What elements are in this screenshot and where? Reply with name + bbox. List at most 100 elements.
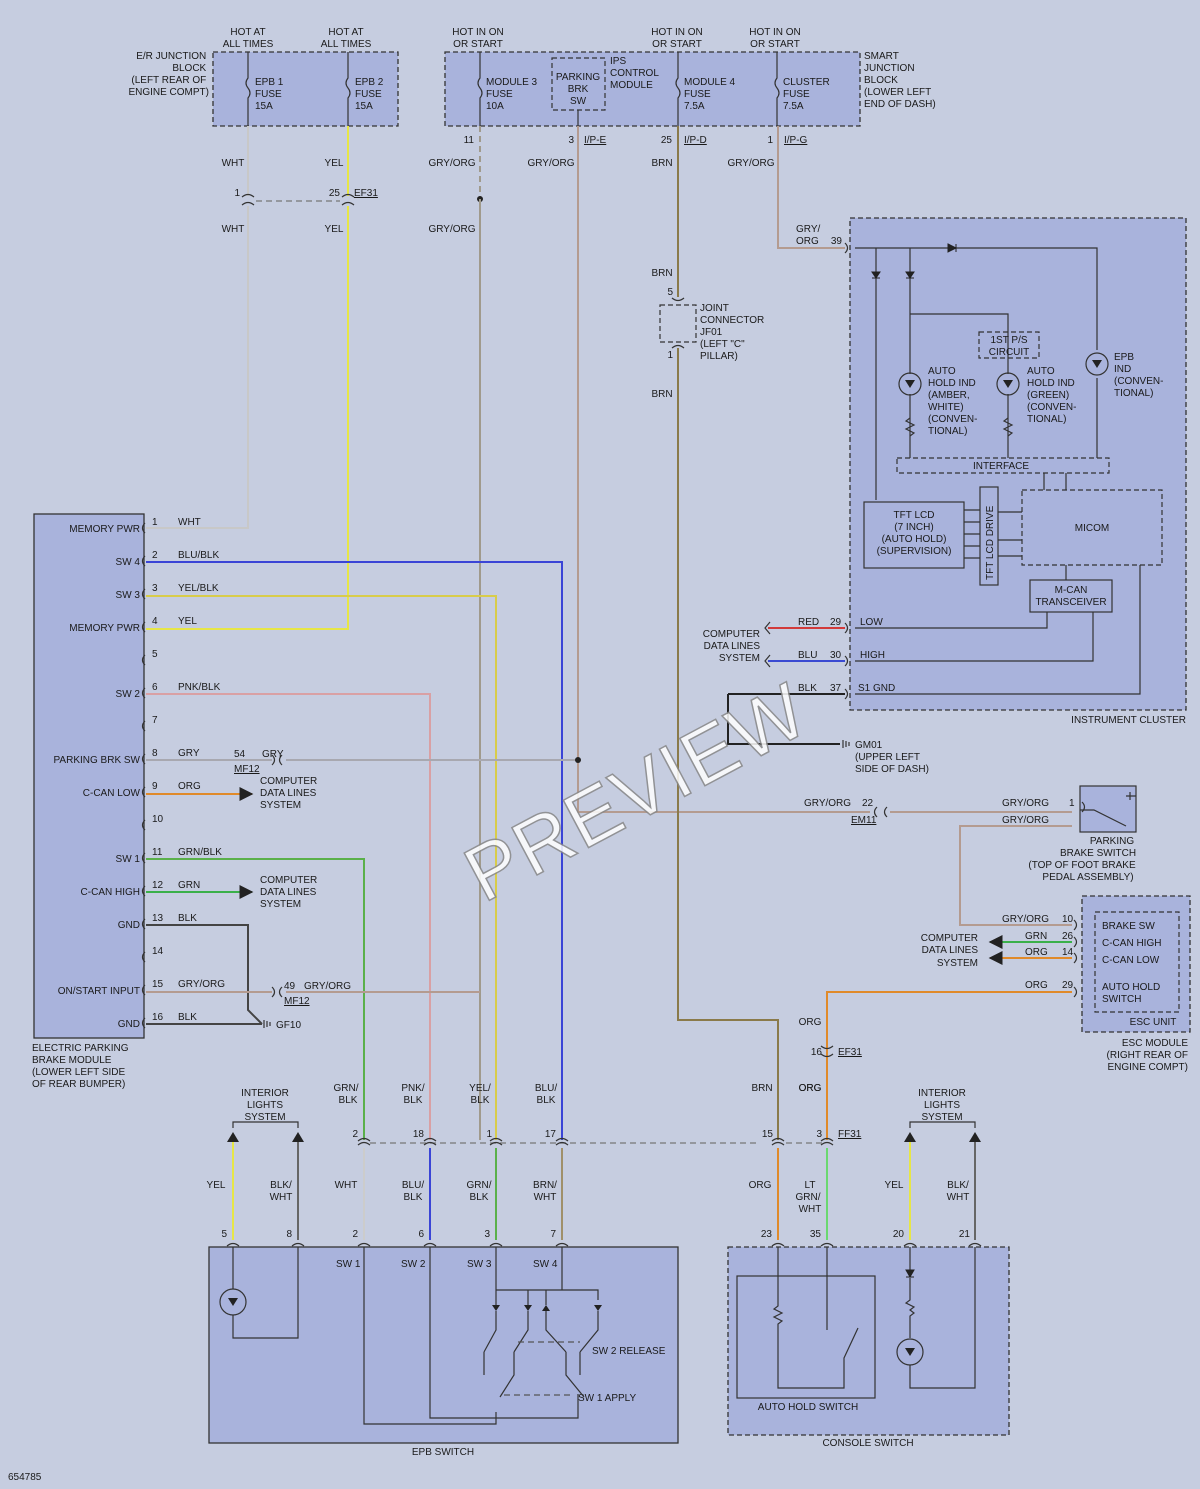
epb-pin-number: 9 — [152, 781, 158, 792]
micom-box — [1021, 489, 1163, 566]
switch-pin-symbol — [357, 1242, 371, 1247]
epb-pin-connector — [141, 885, 146, 897]
svg-text:14: 14 — [1062, 947, 1074, 958]
esc-module — [1081, 895, 1191, 1033]
tft-lcd-text: TFT LCD(7 INCH)(AUTO HOLD)(SUPERVISION) — [877, 510, 952, 557]
epb-pin-number: 16 — [152, 1012, 164, 1023]
wire-org-autohold — [826, 991, 1072, 1140]
epb-pin-number: 12 — [152, 880, 164, 891]
epb-pin-connector — [141, 621, 146, 633]
wire-gry-org-parking — [577, 126, 870, 813]
svg-text:22: 22 — [862, 798, 874, 809]
svg-text:EF31: EF31 — [354, 188, 378, 199]
console-switch — [727, 1246, 1010, 1436]
epb-pin-number: 11 — [152, 847, 163, 858]
svg-text:29: 29 — [830, 617, 842, 628]
svg-text:29: 29 — [1062, 980, 1074, 991]
console-switch-circuit — [772, 1247, 976, 1389]
svg-text:1: 1 — [767, 135, 773, 146]
svg-text:BLK: BLK — [470, 1192, 489, 1203]
wire-blk-gnd — [727, 693, 845, 745]
electric-parking-brake-module — [33, 513, 145, 1039]
svg-text:10: 10 — [1062, 914, 1074, 925]
auto-hold-switch — [736, 1275, 876, 1399]
interface-text: INTERFACE — [973, 461, 1029, 472]
svg-text:8: 8 — [286, 1229, 292, 1240]
svg-text:SWITCH: SWITCH — [1102, 994, 1141, 1005]
svg-text:I/P-G: I/P-G — [784, 135, 808, 146]
svg-text:WHT: WHT — [222, 158, 245, 169]
svg-text:PNK/: PNK/ — [401, 1083, 425, 1094]
svg-text:23: 23 — [761, 1229, 773, 1240]
epb-pin-connector — [141, 918, 146, 930]
mf12-labels: 54 GRY MF12 49 GRY/ORG MF12 GF10 — [234, 749, 351, 1031]
svg-text:C-CAN HIGH: C-CAN HIGH — [1102, 938, 1161, 949]
em11-labels: GRY/ORG 22 EM11 GRY/ORG GRY/ORG 1 — [804, 798, 1075, 826]
svg-text:EF31: EF31 — [838, 1047, 862, 1058]
switch-pin-symbol — [903, 1242, 917, 1247]
svg-text:BLK: BLK — [404, 1095, 423, 1106]
epb-pin-wire: WHT — [178, 517, 201, 528]
svg-text:WHT: WHT — [534, 1192, 557, 1203]
svg-text:FF31: FF31 — [838, 1129, 862, 1140]
svg-text:GRN/: GRN/ — [796, 1192, 821, 1203]
svg-text:ORG: ORG — [799, 1083, 822, 1094]
wire-gry-org-brake-sw — [959, 825, 1072, 926]
ef31-right-labels: ORG 16 EF31 ORG — [799, 1017, 863, 1094]
ground-gm01-icon — [842, 740, 850, 748]
svg-text:25: 25 — [661, 135, 673, 146]
epb-pin-connector — [141, 1017, 146, 1029]
ff31-connector — [357, 1137, 834, 1146]
epb-ind-icon — [1085, 352, 1109, 376]
svg-text:MF12: MF12 — [234, 764, 260, 775]
parking-brake-switch — [1079, 785, 1137, 833]
interface-box — [896, 457, 1110, 474]
epb-switch-circuit — [363, 1247, 599, 1425]
instrument-cluster-label: INSTRUMENT CLUSTER — [1071, 715, 1186, 726]
epb-switch — [208, 1246, 679, 1444]
svg-text:BLU/: BLU/ — [535, 1083, 557, 1094]
svg-text:SW 3: SW 3 — [467, 1259, 492, 1270]
svg-text:ORG: ORG — [799, 1017, 822, 1028]
mcan-box — [1029, 579, 1113, 613]
svg-text:BLK/: BLK/ — [270, 1180, 292, 1191]
esc-labels: GRY/ORG 10 BRAKE SW GRN 26 C-CAN HIGH OR… — [1002, 914, 1161, 1005]
switch-pin-symbol — [771, 1242, 785, 1247]
svg-text:HIGH: HIGH — [860, 650, 885, 661]
svg-text:1: 1 — [234, 188, 240, 199]
svg-text:GRY/ORG: GRY/ORG — [304, 981, 351, 992]
ff31-pin-symbol — [771, 1137, 785, 1146]
epb-pin-wire: GRY/ORG — [178, 979, 225, 990]
ff31-pin-symbol — [357, 1137, 371, 1146]
epb-pin-label: SW 2 — [116, 689, 141, 700]
epb-pin-number: 6 — [152, 682, 158, 693]
svg-text:BRAKE SW: BRAKE SW — [1102, 921, 1155, 932]
svg-text:3: 3 — [484, 1229, 490, 1240]
svg-text:I/P-E: I/P-E — [584, 135, 607, 146]
smart-junction-label: SMART JUNCTION BLOCK (LOWER LEFT END OF … — [864, 51, 936, 110]
svg-text:SW 2 RELEASE: SW 2 RELEASE — [592, 1346, 666, 1357]
epb-pin-wire: GRN — [178, 880, 200, 891]
switch-pin-symbol — [423, 1242, 437, 1247]
preview-watermark: PREVIEW — [450, 665, 821, 918]
epb-pin-number: 14 — [152, 946, 164, 957]
svg-text:WHT: WHT — [947, 1192, 970, 1203]
svg-text:BRN: BRN — [651, 268, 672, 279]
joint-connector-jf01 — [659, 304, 697, 343]
switch-pin-symbol — [226, 1242, 240, 1247]
svg-text:YEL: YEL — [325, 158, 344, 169]
svg-text:YEL: YEL — [885, 1180, 904, 1191]
epb-pin-connector — [141, 786, 146, 798]
epb-pin-wire: GRY — [178, 748, 200, 759]
svg-text:WHT: WHT — [799, 1204, 822, 1215]
